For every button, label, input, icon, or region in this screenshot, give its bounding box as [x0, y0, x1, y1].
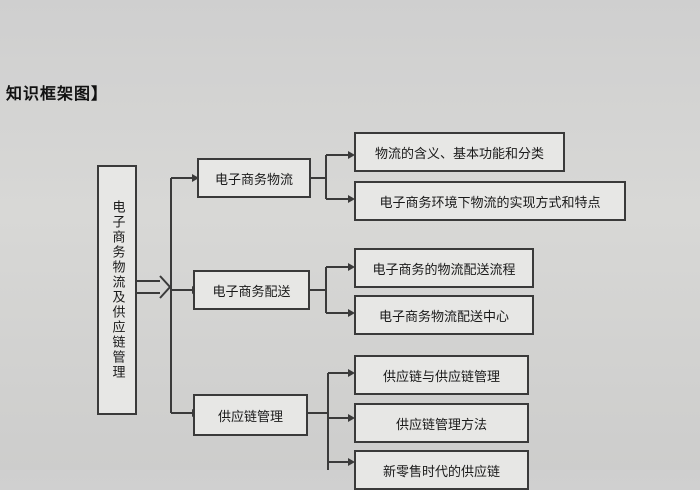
leaf-supply-chain-basics: 供应链与供应链管理: [354, 355, 529, 395]
root-concept-box: 电子商务物流及供应链管理: [97, 165, 137, 415]
node-supply-chain-management: 供应链管理: [193, 394, 308, 436]
textbook-page: ​ 知识框架图】: [6, 84, 626, 490]
node-ecommerce-distribution: 电子商务配送: [193, 270, 310, 310]
leaf-logistics-implementation: 电子商务环境下物流的实现方式和特点: [354, 181, 626, 221]
leaf-new-retail-supply-chain: 新零售时代的供应链: [354, 450, 529, 490]
leaf-logistics-definition: 物流的含义、基本功能和分类: [354, 132, 565, 172]
leaf-distribution-process: 电子商务的物流配送流程: [354, 248, 534, 288]
node-ecommerce-logistics: 电子商务物流: [197, 158, 311, 198]
page-title: 知识框架图】: [6, 84, 109, 103]
leaf-distribution-center: 电子商务物流配送中心: [354, 295, 534, 335]
leaf-supply-chain-methods: 供应链管理方法: [354, 403, 529, 443]
